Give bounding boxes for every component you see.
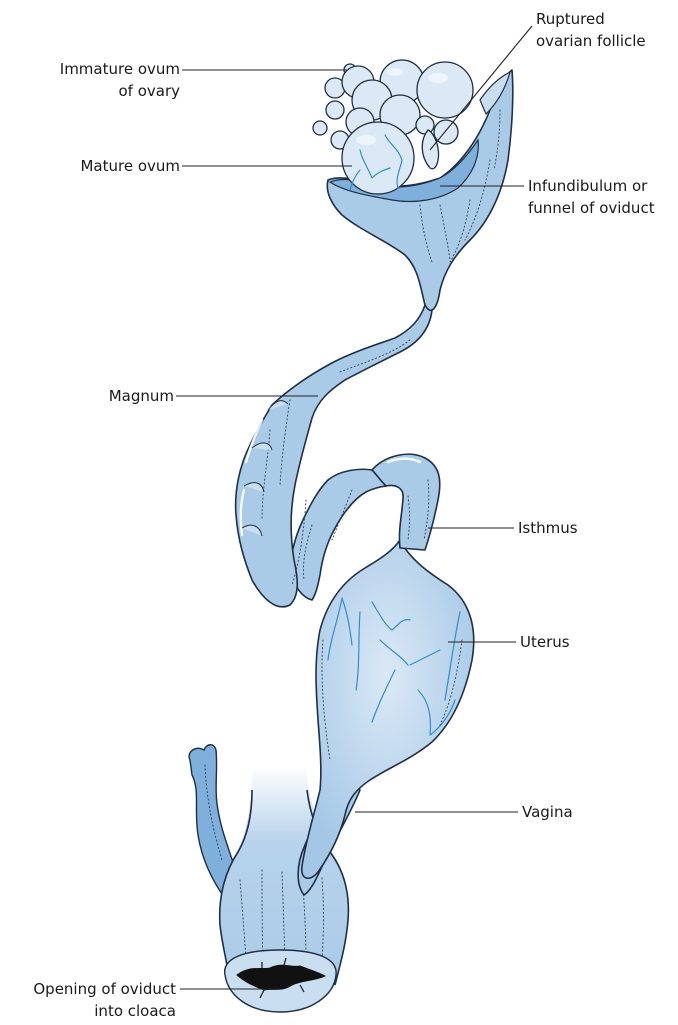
label-immature-ovum: Immature ovum <box>60 60 180 78</box>
label-opening-of-oviduct-2: into cloaca <box>94 1002 176 1020</box>
label-isthmus: Isthmus <box>518 519 578 537</box>
label-mature-ovum: Mature ovum <box>80 157 180 175</box>
label-magnum: Magnum <box>109 387 174 405</box>
uterus-region <box>302 540 474 878</box>
uterus <box>302 540 474 878</box>
label-vagina: Vagina <box>522 803 573 821</box>
label-immature-ovum-2: of ovary <box>118 82 180 100</box>
label-ruptured-follicle: Ruptured <box>536 10 605 28</box>
isthmus <box>370 454 440 550</box>
label-infundibulum: Infundibulum or <box>528 177 648 195</box>
label-ruptured-follicle-2: ovarian follicle <box>536 32 646 50</box>
label-infundibulum-2: funnel of oviduct <box>528 199 655 217</box>
label-opening-of-oviduct: Opening of oviduct <box>33 980 176 998</box>
label-uterus: Uterus <box>520 633 570 651</box>
